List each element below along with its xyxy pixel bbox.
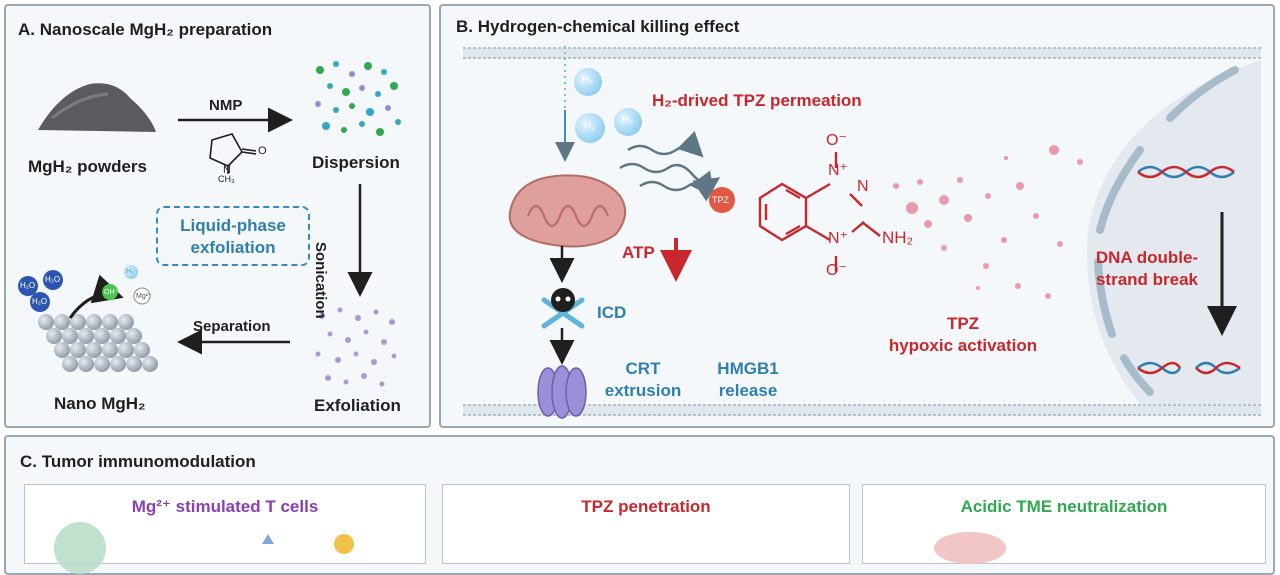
h2-bubble-3 [614, 108, 642, 136]
panel-a-title: A. Nanoscale MgH₂ preparation [18, 20, 273, 39]
nmp-o-atom: O [258, 145, 267, 157]
crt-protein-icon [537, 365, 587, 419]
tpz-nh2: NH₂ [882, 228, 914, 247]
oh-ion [102, 284, 118, 300]
mg-ion [133, 287, 151, 305]
mgh2-powders-label: MgH₂ powders [28, 157, 147, 176]
liquid-phase-line1: Liquid-phase [180, 216, 286, 235]
dna-helix-broken-icon [1137, 361, 1241, 375]
subpanel-acidic-tme-title: Acidic TME neutralization [960, 497, 1168, 516]
tpz-n-plus-top: N⁺ [828, 162, 848, 179]
h2-bubble-label-2: H₂ [584, 121, 596, 132]
nmp-structure-icon [209, 133, 257, 174]
tpz-small-ball [709, 187, 735, 213]
tpz-activation-dots [893, 145, 1083, 299]
h2-bubble-2 [575, 113, 605, 143]
h2o-label-1: H₂O [20, 281, 36, 290]
subpanel-tpz-penetration-title: TPZ penetration [581, 497, 711, 516]
separation-label: Separation [193, 318, 271, 335]
tumor-cell-icon [934, 532, 1006, 564]
nmp-label: NMP [209, 97, 243, 114]
nuclear-envelope [1094, 66, 1239, 396]
top-membrane [463, 47, 1261, 59]
panel-c-graphics [54, 522, 1006, 574]
crt-line2: extrusion [604, 381, 682, 400]
h2-label-a: H₂ [126, 268, 134, 275]
tpz-line2: hypoxic activation [888, 336, 1038, 355]
tpz-ball-label: TPZ [712, 195, 729, 205]
h2-bubble-label-1: H₂ [582, 75, 594, 86]
subpanel-t-cells-title: Mg²⁺ stimulated T cells [131, 497, 319, 516]
nmp-n-atom: N [223, 164, 231, 176]
permeation-label: H₂-drived TPZ permeation [652, 91, 862, 110]
h2o-label-3: H₂O [32, 297, 48, 306]
dna-line1: DNA double- [1095, 248, 1199, 267]
dispersion-label: Dispersion [312, 153, 400, 172]
atp-label: ATP [622, 243, 655, 262]
nmp-ch3-label: CH₃ [218, 174, 235, 184]
tpz-o-bottom: O⁻ [826, 262, 847, 279]
panel-b-graphics [463, 46, 1261, 419]
liquid-phase-exfoliation-box: Liquid-phase exfoliation [156, 206, 310, 266]
h2o-molecule-1 [18, 276, 38, 296]
nano-mgh2-lattice-icon [38, 314, 158, 372]
skull-crossbones-icon [541, 288, 585, 329]
tpz-n-plus-bottom: N⁺ [828, 230, 848, 247]
h2-bubble-label-3: H₂ [622, 115, 634, 126]
panel-c-title: C. Tumor immunomodulation [20, 452, 256, 471]
tpz-line1: TPZ [946, 314, 980, 333]
nano-mgh2-label: Nano MgH₂ [54, 394, 146, 413]
hmgb1-line2: release [718, 381, 778, 400]
tpz-n-ring: N [857, 178, 869, 195]
dispersion-particles-icon [315, 61, 401, 136]
powder-pile [38, 83, 156, 132]
hmgb1-label: HMGB1 release [702, 358, 794, 402]
small-cell-icon [262, 534, 274, 544]
dna-line2: strand break [1095, 270, 1199, 289]
icd-label: ICD [597, 303, 627, 322]
hmgb1-line1: HMGB1 [717, 359, 779, 378]
h2-bubble-1 [574, 68, 602, 96]
tpz-molecule-icon [758, 152, 881, 272]
h2-bubble-a [124, 265, 138, 279]
h2o-molecule-3 [30, 292, 50, 312]
liquid-phase-line2: exfoliation [190, 238, 276, 257]
mg-label: Mg²⁺ [136, 293, 152, 300]
h2o-molecule-2 [43, 270, 63, 290]
panel-b-title: B. Hydrogen-chemical killing effect [456, 17, 740, 36]
tpz-activation-label: TPZ hypoxic activation [868, 313, 1058, 357]
crt-line1: CRT [625, 359, 661, 378]
oh-label: OH⁻ [104, 289, 119, 296]
crt-label: CRT extrusion [596, 358, 690, 402]
permeation-waves [619, 131, 721, 202]
exfoliation-label: Exfoliation [314, 396, 401, 415]
tpz-o-top: O⁻ [826, 132, 847, 149]
sun-cell-icon [334, 534, 354, 554]
dna-break-label: DNA double- strand break [1086, 247, 1208, 291]
dna-helix-intact-icon [1137, 165, 1235, 179]
bottom-membrane [463, 404, 1261, 416]
exfoliation-particles-icon [315, 307, 397, 387]
mitochondrion-icon [508, 174, 627, 248]
h2o-label-2: H₂O [45, 275, 61, 284]
panel-a-graphics [18, 61, 401, 387]
t-cell-icon [54, 522, 106, 574]
